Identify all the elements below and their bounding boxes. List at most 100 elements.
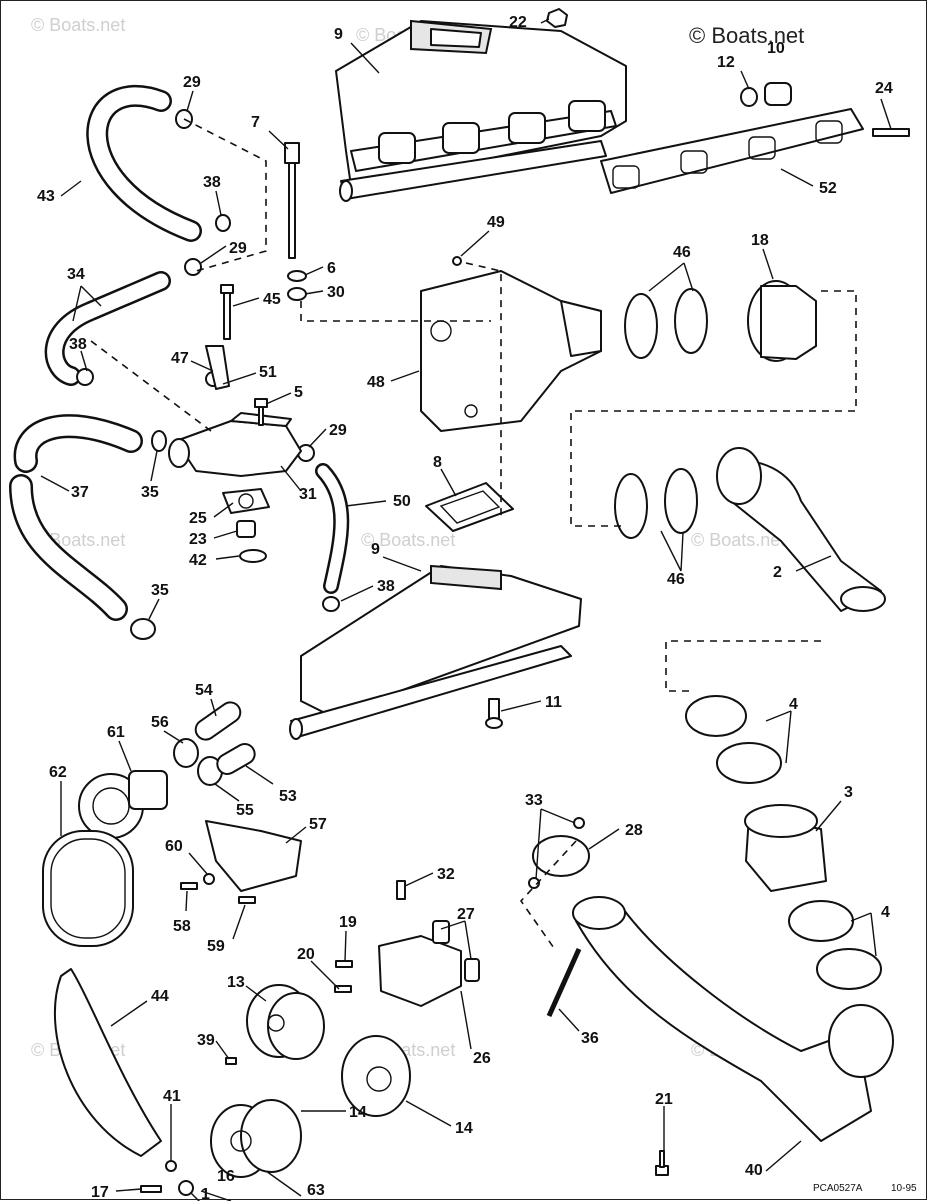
hose-53	[216, 743, 256, 775]
copyright-mark: © Boats.net	[689, 23, 804, 48]
exhaust-pipe-40	[572, 896, 894, 1142]
drive-belt-44	[53, 968, 162, 1157]
thermostat	[236, 520, 256, 538]
callout-number: 54	[195, 682, 213, 699]
hose-clamp-46	[624, 288, 708, 359]
callout-number: 38	[69, 336, 87, 353]
callout-number: 53	[279, 788, 297, 805]
exhaust-bellows-18	[747, 280, 817, 362]
thermostat-housing	[168, 371, 302, 477]
exhaust-manifold-lower	[289, 564, 582, 740]
hose-clamp	[184, 258, 202, 276]
washer-16	[178, 1180, 194, 1196]
watermark-text: © Boats.net	[361, 530, 455, 550]
pulley-13	[246, 984, 325, 1060]
callout-number: 34	[67, 266, 85, 283]
callout-number: 18	[751, 232, 769, 249]
callout-number: 23	[189, 531, 207, 548]
callout-number: 4	[789, 696, 798, 713]
callout-number: 50	[393, 493, 411, 510]
callout-number: 8	[433, 454, 442, 471]
hose-clamp	[130, 618, 156, 640]
callout-number: 40	[745, 1162, 763, 1179]
hose-43	[86, 84, 202, 242]
callout-number: 11	[545, 694, 562, 711]
callout-number: 2	[773, 564, 782, 581]
callout-number: 14	[455, 1120, 473, 1137]
bracket-47	[205, 345, 230, 390]
callout-number: 19	[339, 914, 357, 931]
watermark-text: © Boats.net	[31, 15, 125, 35]
callout-number: 36	[581, 1030, 599, 1047]
watermark-text: © Boats.net	[691, 530, 785, 550]
bolt-20	[334, 985, 352, 993]
callout-number: 55	[236, 802, 254, 819]
callout-number: 58	[173, 918, 191, 935]
callout-number: 38	[377, 578, 395, 595]
washer-60	[203, 873, 215, 885]
callout-number: 31	[299, 486, 317, 503]
callout-number: 60	[165, 838, 183, 855]
callout-number: 14	[349, 1104, 367, 1121]
bolt-58	[180, 882, 198, 890]
callout-number: 20	[297, 946, 315, 963]
callout-number: 51	[259, 364, 277, 381]
callout-number: 17	[91, 1184, 109, 1201]
callout-number: 46	[673, 244, 691, 261]
exhaust-bellows-3	[744, 804, 827, 892]
exhaust-manifold-upper	[335, 19, 627, 202]
long-bolt	[284, 142, 300, 259]
nut	[546, 8, 568, 28]
callout-number: 49	[487, 214, 505, 231]
callout-number: 30	[327, 284, 345, 301]
spacer-41	[165, 1160, 177, 1172]
raw-water-pump	[78, 770, 168, 839]
bolt-17	[140, 1185, 162, 1193]
callout-number: 41	[163, 1088, 181, 1105]
callout-number: 38	[203, 174, 221, 191]
callout-number: 25	[189, 510, 207, 527]
hose-50	[315, 463, 350, 594]
callout-number: 35	[141, 484, 159, 501]
elbow-gasket	[425, 482, 514, 532]
bracket-57	[205, 820, 302, 892]
callout-number: 29	[183, 74, 201, 91]
fitting-32	[396, 880, 406, 900]
callout-number: 3	[844, 784, 853, 801]
o-ring	[239, 549, 267, 563]
callout-number: 7	[251, 114, 260, 131]
callout-number: 16	[217, 1168, 235, 1185]
leader-lines	[40, 18, 892, 1201]
callout-number: 12	[717, 54, 735, 71]
callout-number: 26	[473, 1050, 491, 1067]
drive-belt-62	[42, 830, 134, 947]
stud	[872, 128, 910, 137]
callout-number: 48	[367, 374, 385, 391]
callout-number: 32	[437, 866, 455, 883]
circulating-pump	[378, 920, 480, 1007]
washer	[287, 287, 307, 301]
thermostat-gasket	[222, 488, 270, 514]
callout-number: 35	[151, 582, 169, 599]
drawing-date: 10-95	[891, 1183, 917, 1194]
hose-clamp-4	[685, 695, 782, 784]
callout-number: 52	[819, 180, 837, 197]
hose-clamp	[322, 596, 340, 612]
hose-clamp-4b	[788, 900, 882, 990]
callout-number: 6	[327, 260, 336, 277]
bolt-59	[238, 896, 256, 904]
callout-number: 1	[201, 1186, 210, 1201]
manifold-gasket	[600, 108, 864, 194]
sleeve-fitting	[764, 82, 792, 106]
screw-21	[655, 1150, 669, 1176]
stud-45	[220, 284, 234, 340]
clamp-small	[740, 87, 758, 107]
callout-number: 28	[625, 822, 643, 839]
screw-39	[225, 1057, 237, 1065]
callout-number: 10	[767, 40, 785, 57]
callout-number: 5	[294, 384, 303, 401]
pulley-14-crank	[341, 1035, 411, 1117]
callout-number: 24	[875, 80, 893, 97]
